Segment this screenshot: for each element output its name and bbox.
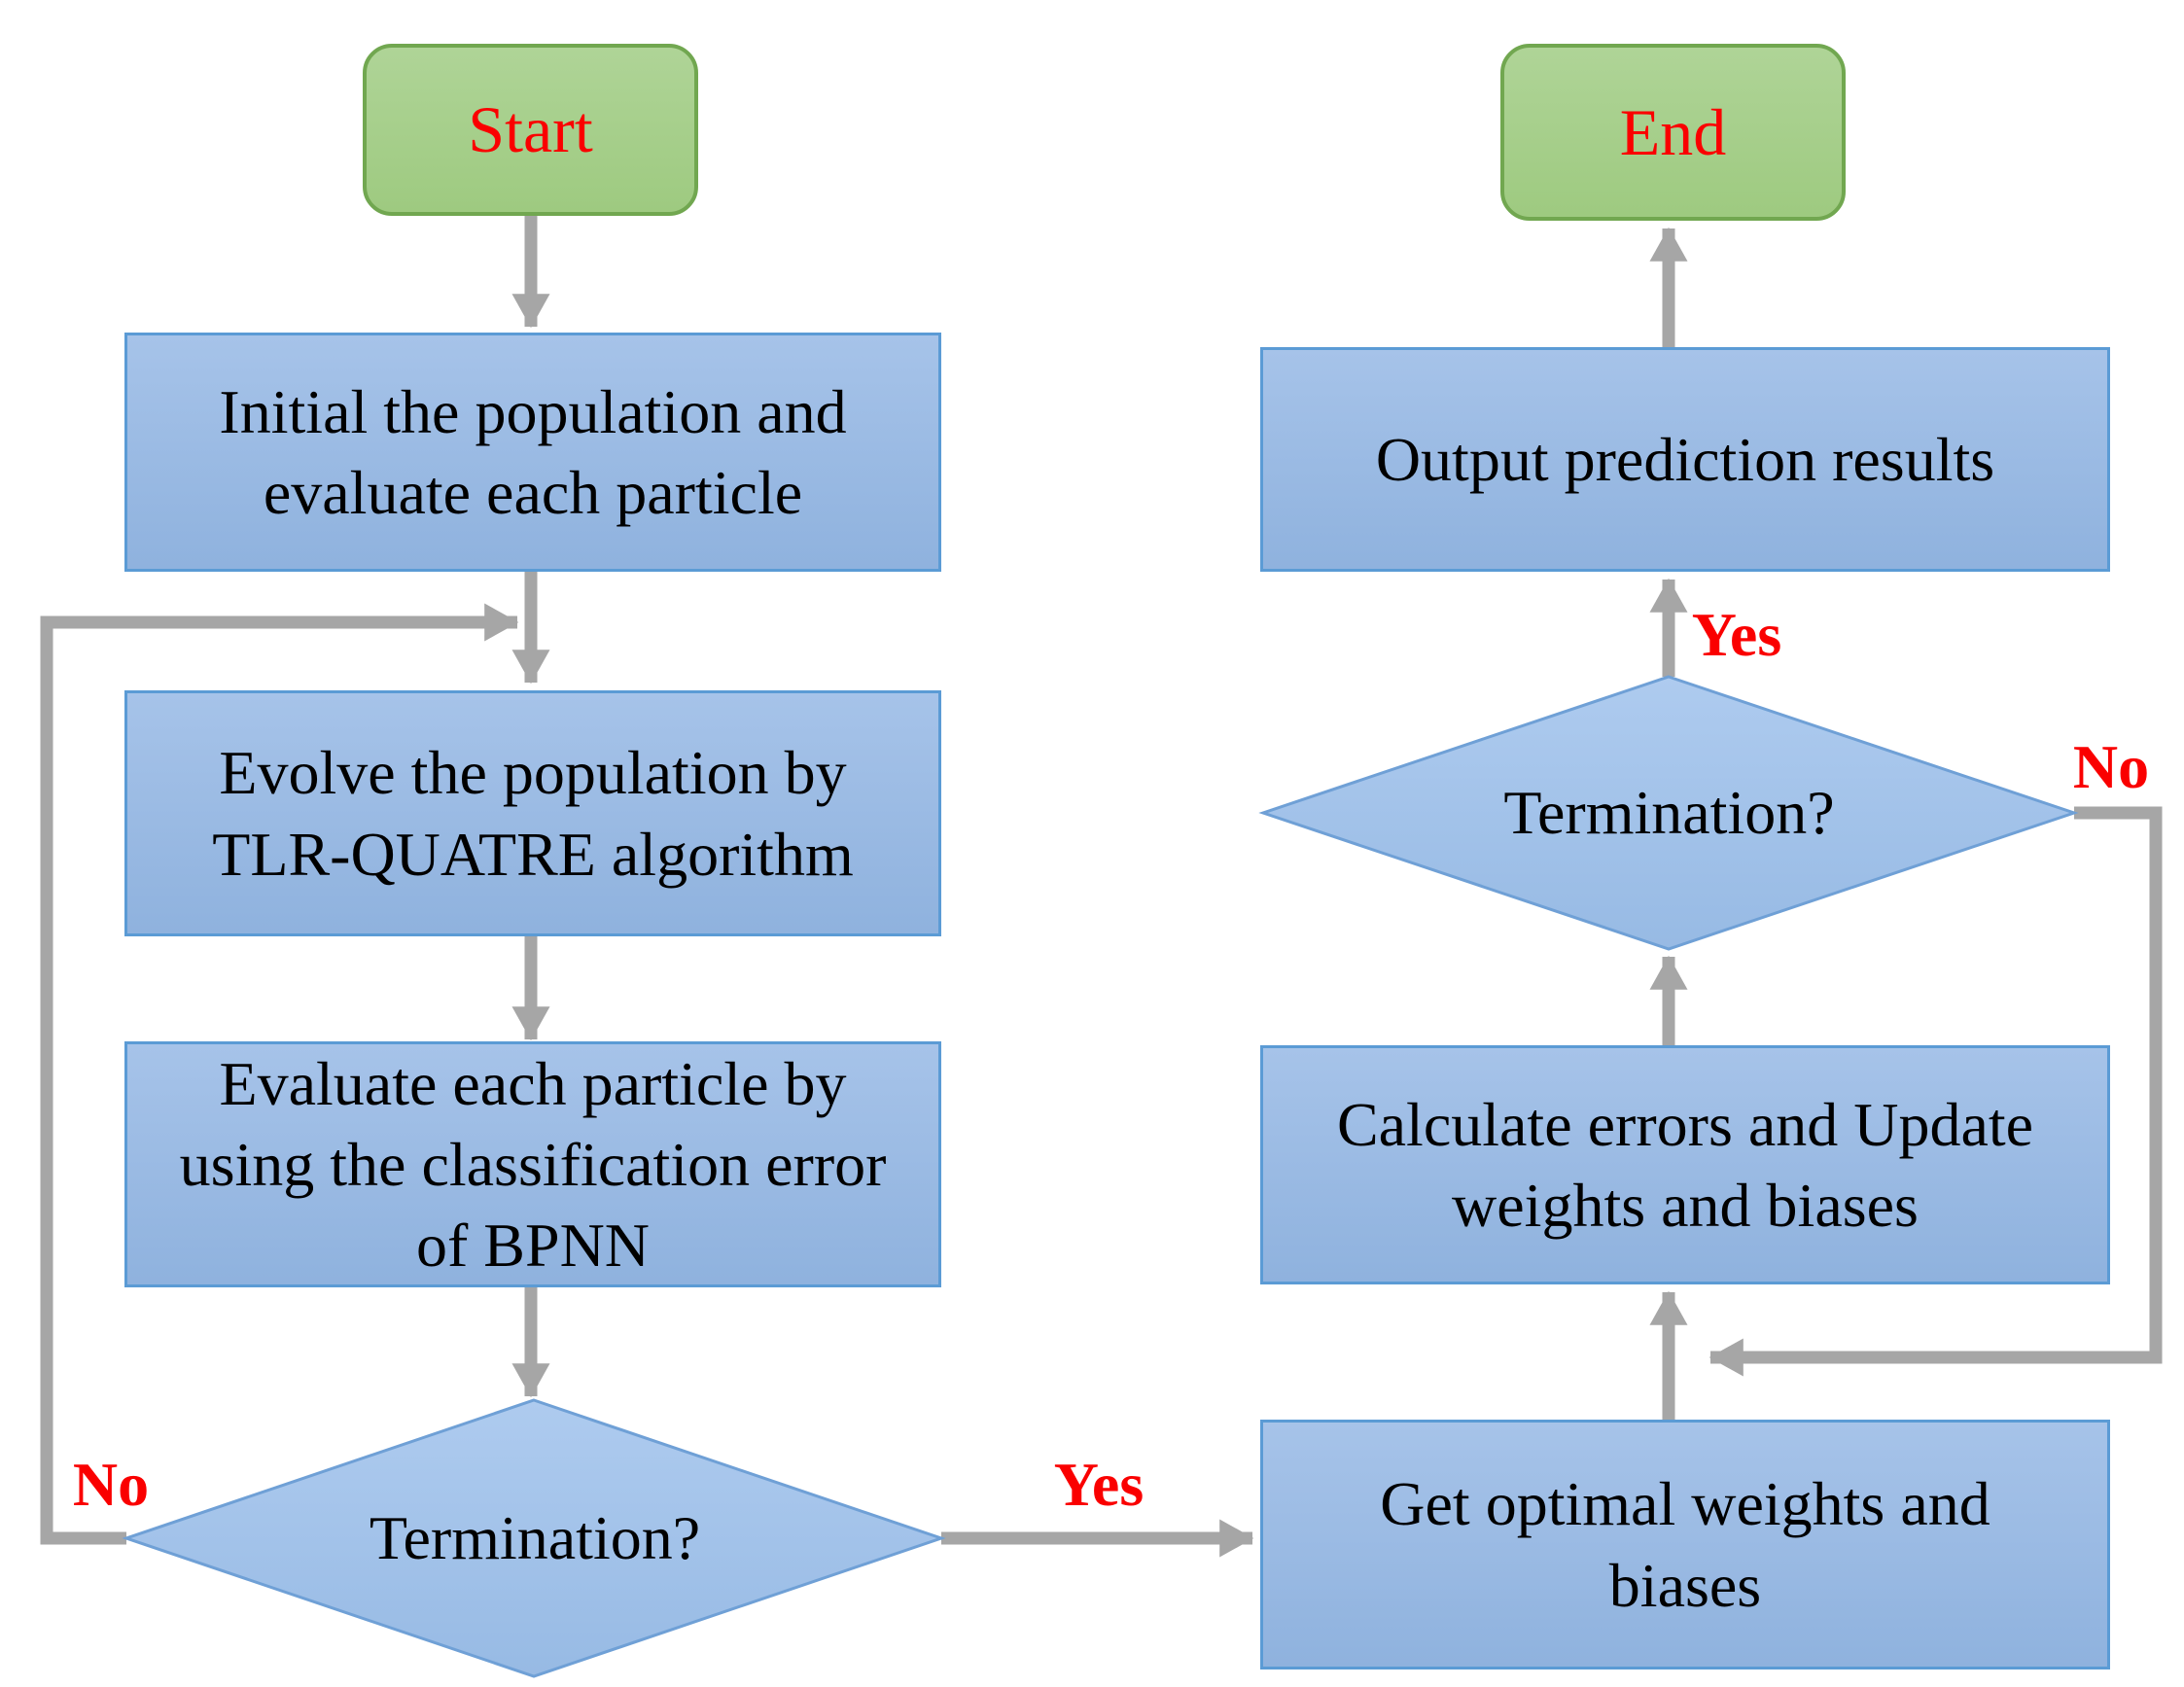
termination-left-text: Termination? <box>369 1503 701 1572</box>
arrow-no-loop-left <box>40 603 519 1545</box>
edge-label-no-left: No <box>72 1450 150 1519</box>
start-label: Start <box>468 92 593 167</box>
process-evaluate-line3: of BPNN <box>415 1211 651 1281</box>
end-label: End <box>1619 94 1727 169</box>
start-node: Start <box>363 44 698 216</box>
edge-label-yes-right: Yes <box>1691 600 1782 669</box>
decision-diamond-right <box>1258 675 2079 951</box>
process-evolve-line2: TLR-QUATRE algorithm <box>212 819 854 889</box>
process-init-line1: Initial the population and <box>219 376 847 446</box>
process-evaluate-line1: Evaluate each particle by <box>219 1048 847 1118</box>
process-output-line1: Output prediction results <box>1375 424 1995 494</box>
process-evaluate-particle: Evaluate each particle by using the clas… <box>124 1041 941 1287</box>
arrow-no-loop-right <box>1708 806 2163 1377</box>
process-evolve-line1: Evolve the population by <box>219 738 847 808</box>
process-init-population: Initial the population and evaluate each… <box>124 333 941 572</box>
process-calculate-line1: Calculate errors and Update <box>1336 1089 2034 1159</box>
decision-diamond-left <box>122 1398 946 1678</box>
process-calculate-errors: Calculate errors and Update weights and … <box>1260 1045 2110 1284</box>
edge-label-yes-left: Yes <box>1053 1450 1145 1519</box>
termination-right-label: Termination? <box>1361 686 1977 939</box>
edge-label-no-right: No <box>2072 732 2150 801</box>
process-output-results: Output prediction results <box>1260 347 2110 572</box>
process-init-line2: evaluate each particle <box>263 458 803 527</box>
termination-left-label: Termination? <box>224 1412 846 1665</box>
process-evolve-population: Evolve the population by TLR-QUATRE algo… <box>124 690 941 936</box>
process-get-optimal-line2: biases <box>1608 1550 1762 1620</box>
process-calculate-line2: weights and biases <box>1452 1171 1919 1240</box>
process-get-optimal-line1: Get optimal weights and <box>1380 1469 1990 1539</box>
process-evaluate-line2: using the classification error <box>179 1129 887 1199</box>
end-node: End <box>1500 44 1846 221</box>
termination-right-text: Termination? <box>1503 778 1835 847</box>
process-get-optimal: Get optimal weights and biases <box>1260 1420 2110 1669</box>
